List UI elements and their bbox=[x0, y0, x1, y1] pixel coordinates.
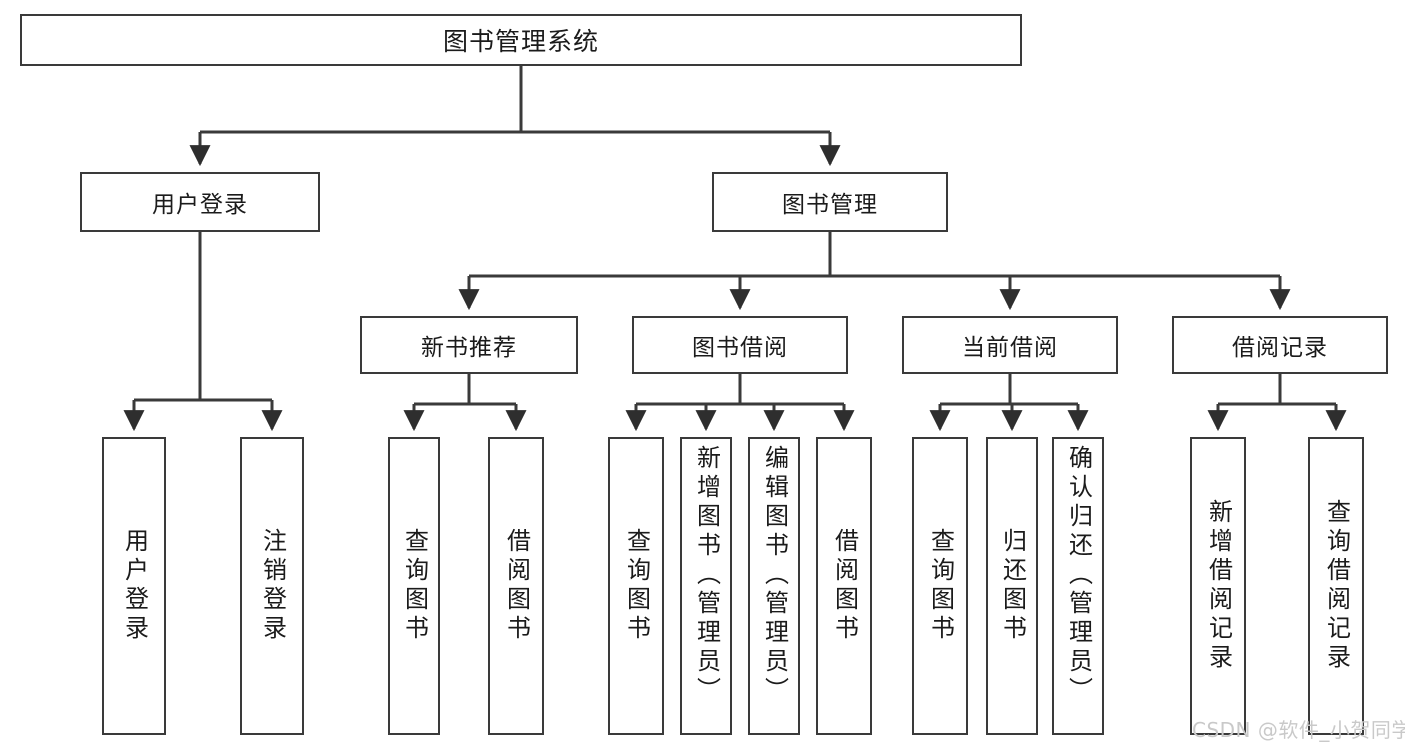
node-borrow-record[interactable]: 借阅记录 bbox=[1172, 316, 1388, 374]
node-leaf-confirm-return-admin[interactable]: 确认归还（管理员） bbox=[1052, 437, 1104, 735]
node-label: 归还图书 bbox=[998, 528, 1027, 644]
node-label: 确认归还（管理员） bbox=[1064, 445, 1093, 706]
node-label: 图书管理系统 bbox=[442, 27, 599, 56]
node-leaf-logout[interactable]: 注销登录 bbox=[240, 437, 304, 735]
node-leaf-query-book-1[interactable]: 查询图书 bbox=[388, 437, 440, 735]
node-label: 查询图书 bbox=[400, 528, 429, 644]
node-label: 编辑图书（管理员） bbox=[760, 445, 789, 706]
node-leaf-query-book-3[interactable]: 查询图书 bbox=[912, 437, 968, 735]
node-label: 图书管理 bbox=[782, 192, 878, 218]
node-leaf-query-book-2[interactable]: 查询图书 bbox=[608, 437, 664, 735]
node-label: 新增借阅记录 bbox=[1204, 499, 1233, 673]
node-leaf-add-borrow-record[interactable]: 新增借阅记录 bbox=[1190, 437, 1246, 735]
node-leaf-edit-book-admin[interactable]: 编辑图书（管理员） bbox=[748, 437, 800, 735]
node-user-login[interactable]: 用户登录 bbox=[80, 172, 320, 232]
node-label: 新书推荐 bbox=[421, 335, 517, 361]
node-new-book-recommend[interactable]: 新书推荐 bbox=[360, 316, 578, 374]
node-label: 查询图书 bbox=[926, 528, 955, 644]
node-label: 查询图书 bbox=[622, 528, 651, 644]
node-book-borrow[interactable]: 图书借阅 bbox=[632, 316, 848, 374]
node-current-borrow[interactable]: 当前借阅 bbox=[902, 316, 1118, 374]
node-label: 注销登录 bbox=[258, 528, 287, 644]
node-label: 图书借阅 bbox=[692, 335, 788, 361]
node-leaf-borrow-book-2[interactable]: 借阅图书 bbox=[816, 437, 872, 735]
watermark: CSDN @软件_小贺同学 bbox=[1192, 718, 1405, 742]
node-root-system[interactable]: 图书管理系统 bbox=[20, 14, 1022, 66]
node-label: 借阅图书 bbox=[502, 528, 531, 644]
node-label: 借阅记录 bbox=[1232, 335, 1328, 361]
node-book-manage[interactable]: 图书管理 bbox=[712, 172, 948, 232]
node-label: 用户登录 bbox=[152, 192, 248, 218]
node-label: 借阅图书 bbox=[830, 528, 859, 644]
node-label: 新增图书（管理员） bbox=[692, 445, 721, 706]
node-leaf-return-book[interactable]: 归还图书 bbox=[986, 437, 1038, 735]
node-leaf-query-borrow-record[interactable]: 查询借阅记录 bbox=[1308, 437, 1364, 735]
node-label: 当前借阅 bbox=[962, 335, 1058, 361]
node-leaf-user-login[interactable]: 用户登录 bbox=[102, 437, 166, 735]
node-label: 查询借阅记录 bbox=[1322, 499, 1351, 673]
node-label: 用户登录 bbox=[120, 528, 149, 644]
node-leaf-add-book-admin[interactable]: 新增图书（管理员） bbox=[680, 437, 732, 735]
node-leaf-borrow-book-1[interactable]: 借阅图书 bbox=[488, 437, 544, 735]
